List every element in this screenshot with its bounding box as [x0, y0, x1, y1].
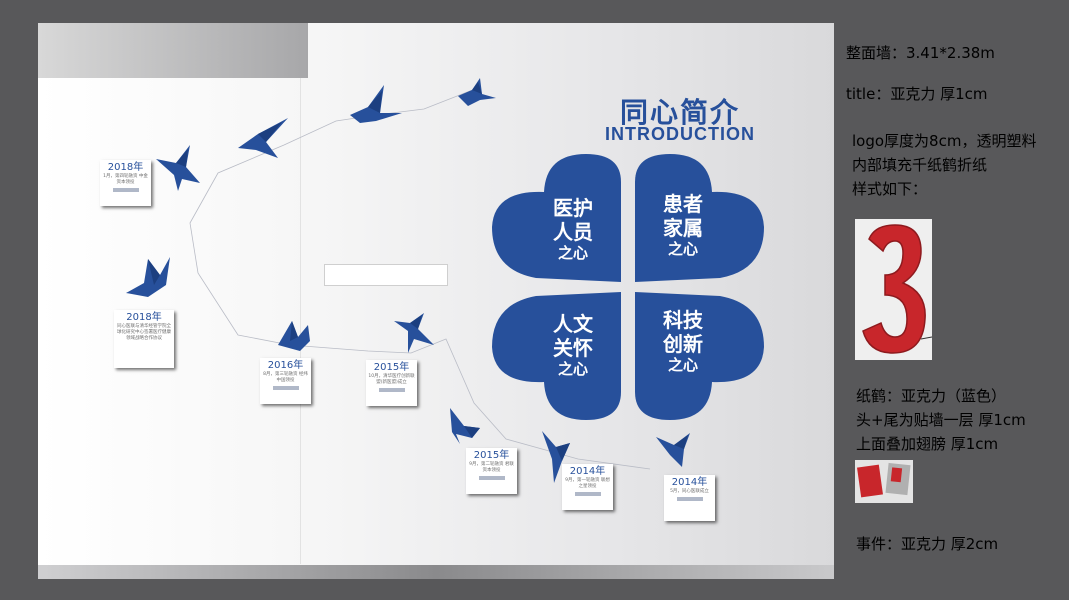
sponsor-logo — [574, 492, 601, 496]
timeline-desc: 8月，第三轮融资 经纬中国领投 — [263, 372, 308, 383]
sponsor-logo — [676, 497, 703, 501]
timeline-card-2018-jan: 2018年 1月，第四轮融资 中金资本领投 — [100, 160, 151, 206]
timeline-desc: 1月，第四轮融资 中金资本领投 — [103, 174, 148, 185]
number-three-sample-icon — [855, 219, 933, 360]
paper-crane-icon — [450, 408, 480, 444]
leaf-patients-families: 患者 家属 之心 — [663, 192, 703, 258]
note-crane-2: 头+尾为贴墙一层 厚1cm — [856, 411, 1026, 429]
sponsor-logo — [478, 476, 505, 480]
event-card-sample-photo — [855, 460, 913, 503]
sponsor-logo — [378, 388, 405, 392]
timeline-year: 2018年 — [107, 162, 144, 173]
blank-placeholder-box — [324, 264, 448, 286]
timeline-desc: 10月，清华医疗创新联盟(新医盟)成立 — [368, 374, 415, 385]
note-title-material: title：亚克力 厚1cm — [846, 85, 988, 103]
timeline-card-2014-sep: 2014年 9月，第一轮融资 联想之星领投 — [562, 464, 613, 510]
wall-bottom-band — [38, 565, 834, 579]
sponsor-logo — [112, 188, 139, 192]
note-logo-1: logo厚度为8cm，透明塑料 — [852, 132, 1037, 150]
note-event: 事件：亚克力 厚2cm — [856, 535, 999, 553]
paper-crane-icon — [156, 145, 200, 191]
timeline-year: 2015年 — [473, 450, 510, 461]
timeline-year: 2018年 — [126, 312, 162, 323]
timeline-desc: 9月，第一轮融资 联想之星领投 — [565, 478, 610, 489]
paper-crane-icon — [126, 257, 170, 297]
leaf-tech-innovation: 科技 创新 之心 — [663, 308, 703, 374]
note-logo-3: 样式如下： — [852, 180, 928, 198]
leaf-humanistic-care: 人文 关怀 之心 — [553, 312, 593, 378]
paper-crane-icon — [350, 85, 402, 123]
paper-crane-icon — [542, 431, 570, 483]
paper-crane-icon — [394, 313, 434, 353]
timeline-card-2015-sep: 2015年 9月，第二轮融资 君联资本领投 — [466, 448, 517, 494]
note-crane-3: 上面叠加翅膀 厚1cm — [856, 435, 999, 453]
paper-crane-icon — [458, 78, 496, 106]
four-heart-clover-logo: 医护 人员 之心 患者 家属 之心 人文 关怀 之心 科技 创新 之心 — [488, 152, 768, 422]
intro-title-cn: 同心简介 — [619, 96, 740, 129]
timeline-year: 2014年 — [569, 466, 606, 477]
timeline-year: 2015年 — [373, 362, 410, 373]
timeline-card-2016: 2016年 8月，第三轮融资 经纬中国领投 — [260, 358, 311, 404]
crane-flight-path — [126, 78, 690, 483]
wall-top-band — [38, 23, 308, 78]
paper-crane-icon — [656, 433, 690, 467]
sponsor-logo — [272, 386, 299, 390]
note-crane-1: 纸鹤：亚克力（蓝色） — [856, 387, 1007, 405]
timeline-desc: 同心医联与清华经管学院全球化研究中心签署医疗健康领域战略合作协议 — [117, 324, 171, 341]
timeline-card-2018-tsinghua: 2018年 同心医联与清华经管学院全球化研究中心签署医疗健康领域战略合作协议 — [114, 310, 174, 368]
intro-title-en: INTRODUCTION — [605, 124, 755, 144]
timeline-card-2015-oct: 2015年 10月，清华医疗创新联盟(新医盟)成立 — [366, 360, 417, 406]
wall-seam — [300, 78, 301, 564]
timeline-desc: 5月，同心医联成立 — [670, 489, 709, 494]
paper-crane-icon — [238, 118, 288, 158]
timeline-desc: 9月，第二轮融资 君联资本领投 — [469, 462, 514, 473]
note-wall-size: 整面墙：3.41*2.38m — [846, 44, 995, 62]
timeline-card-2014-may: 2014年 5月，同心医联成立 — [664, 475, 715, 521]
paper-crane-icon — [278, 321, 310, 351]
timeline-year: 2014年 — [671, 477, 708, 488]
note-logo-2: 内部填充千纸鹤折纸 — [852, 156, 988, 174]
leaf-medical-staff: 医护 人员 之心 — [553, 196, 593, 262]
timeline-year: 2016年 — [267, 360, 304, 371]
clover-shape — [492, 154, 764, 420]
